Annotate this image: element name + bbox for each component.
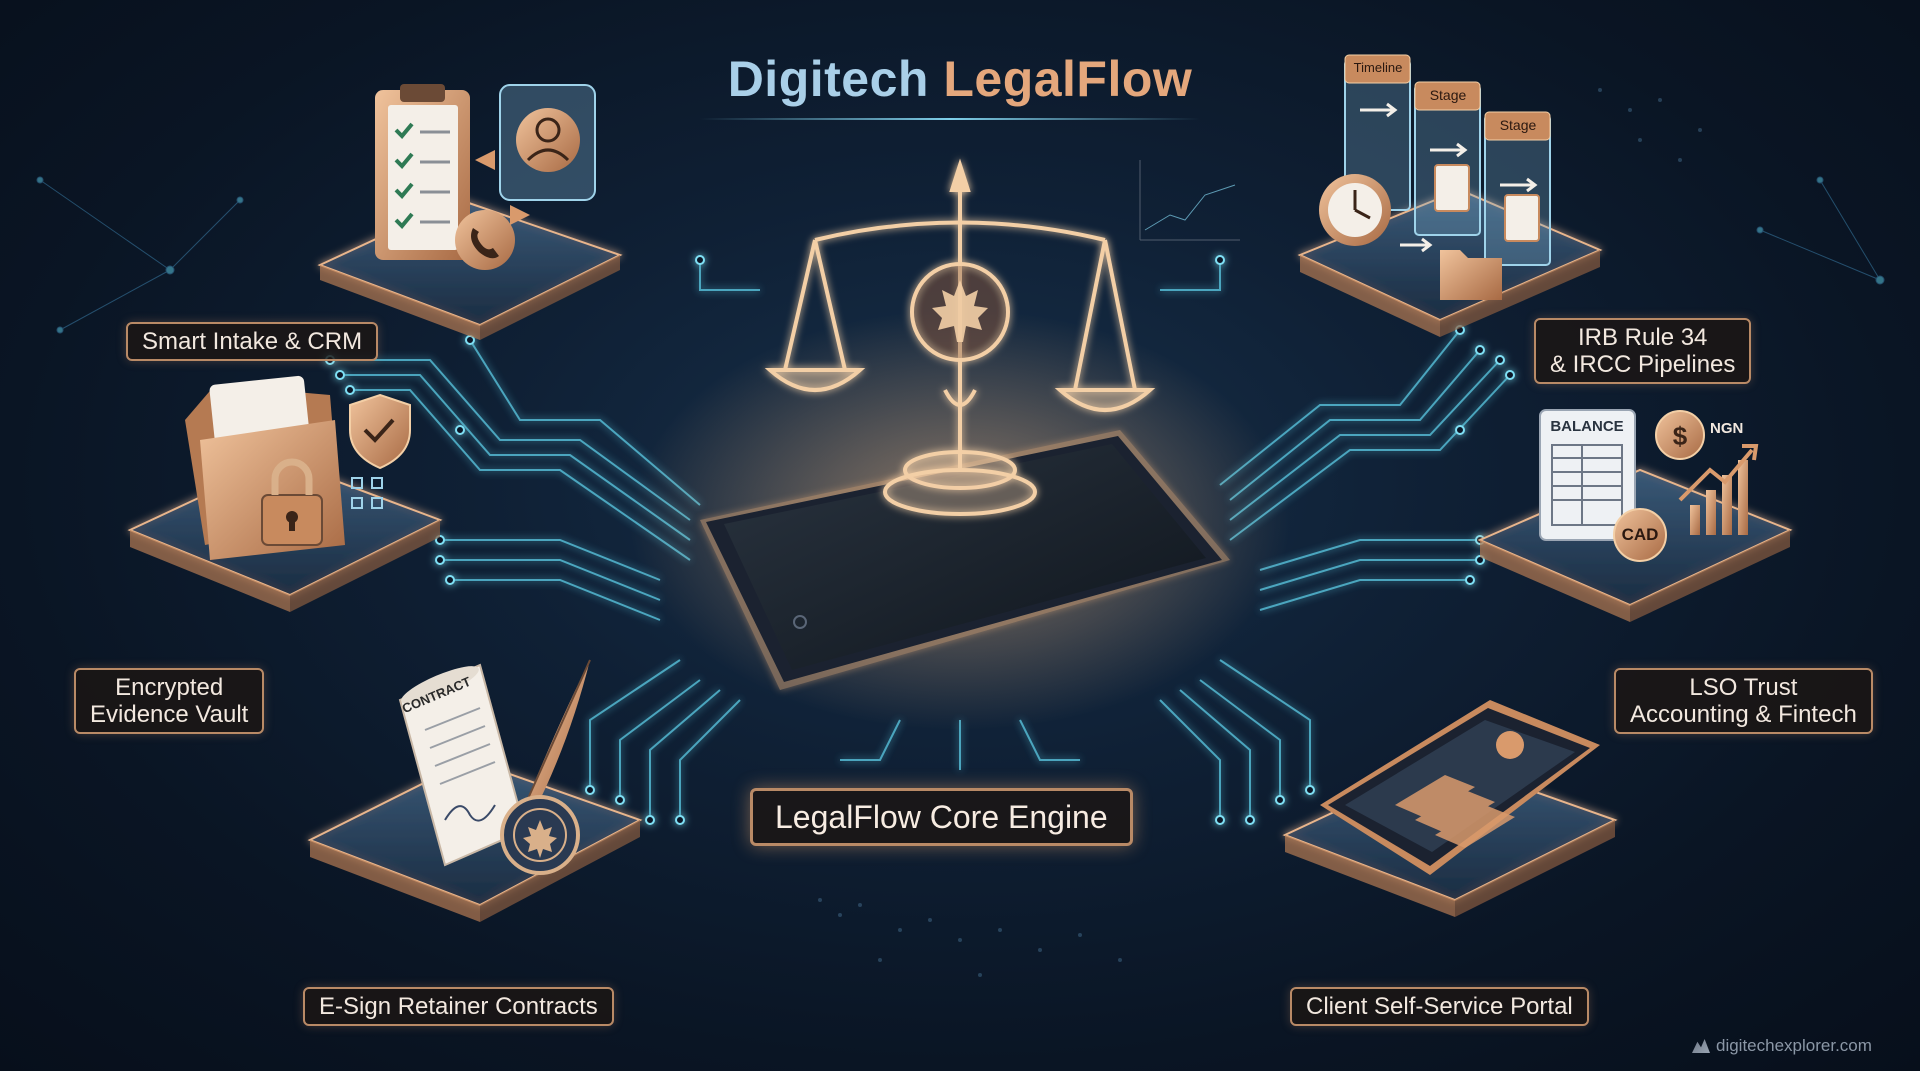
folder-lock-icon xyxy=(185,375,345,560)
lso-label-line2: Accounting & Fintech xyxy=(1630,701,1857,728)
lso-label-line1: LSO Trust xyxy=(1689,674,1798,701)
vault-label-line1: Encrypted xyxy=(115,674,224,701)
esign-label: E-Sign Retainer Contracts xyxy=(303,987,614,1026)
intake-label: Smart Intake & CRM xyxy=(126,322,379,361)
vault-label: Encrypted Evidence Vault xyxy=(74,668,265,734)
stage-tabs xyxy=(1344,54,1551,141)
tablet-icon xyxy=(700,430,1230,690)
contract-scroll-icon xyxy=(398,663,527,867)
smartphone-icon xyxy=(1320,700,1600,875)
bar-chart-icon xyxy=(1678,444,1759,535)
watermark-logo-icon xyxy=(1692,1039,1710,1053)
svg-text:$: $ xyxy=(1673,421,1688,451)
portal-label: Client Self-Service Portal xyxy=(1290,987,1589,1026)
balance-sheet-icon xyxy=(1539,409,1636,541)
irb-label-line2: & IRCC Pipelines xyxy=(1550,351,1736,378)
vault-label-line2: Evidence Vault xyxy=(90,701,249,728)
coin-icon: $ xyxy=(1613,410,1705,562)
watermark: digitechexplorer.com xyxy=(1692,1036,1872,1056)
world-map-dots xyxy=(818,88,1702,977)
scales-of-justice-icon xyxy=(764,158,1156,516)
quill-pen-icon xyxy=(521,659,591,813)
irb-label-line1: IRB Rule 34 xyxy=(1578,324,1708,351)
user-profile-icon xyxy=(475,84,596,225)
clipboard-checklist-icon xyxy=(375,84,470,260)
title-product: LegalFlow xyxy=(943,51,1193,107)
watermark-text: digitechexplorer.com xyxy=(1716,1036,1872,1055)
mini-graph xyxy=(1139,160,1240,241)
seal-icon xyxy=(500,795,580,875)
document-icon xyxy=(1434,164,1540,242)
lso-coin-ngn: NGN xyxy=(1710,420,1744,437)
maple-leaf-icon xyxy=(932,280,988,342)
lso-coin-cad: CAD xyxy=(1621,525,1659,544)
clock-icon xyxy=(1319,174,1391,246)
title-divider xyxy=(700,118,1200,120)
folder-icon xyxy=(1400,237,1502,300)
lso-balance-title: BALANCE xyxy=(1550,418,1624,435)
lso-label: LSO Trust Accounting & Fintech xyxy=(1614,668,1873,734)
page-title: Digitech LegalFlow xyxy=(0,50,1920,108)
irb-tab-stage-2: Stage xyxy=(1499,117,1537,133)
irb-tab-stage-1: Stage xyxy=(1429,87,1467,103)
circuit-traces xyxy=(330,260,1511,820)
stage-arrows xyxy=(1360,102,1538,193)
shield-check-icon xyxy=(349,393,411,509)
irb-label: IRB Rule 34 & IRCC Pipelines xyxy=(1534,318,1752,384)
constellation-lines xyxy=(36,176,1885,334)
title-brand: Digitech xyxy=(727,51,929,107)
phone-icon xyxy=(455,210,515,270)
core-engine-label: LegalFlow Core Engine xyxy=(750,788,1133,846)
irb-tab-timeline: Timeline xyxy=(1353,60,1403,75)
